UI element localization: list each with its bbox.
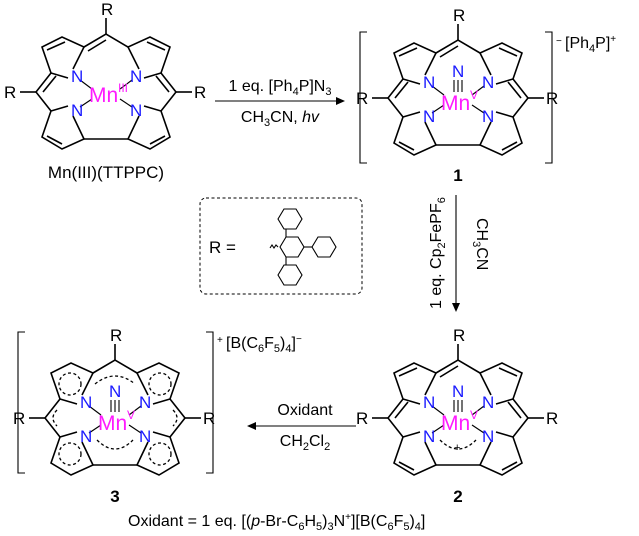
svg-text:N: N (482, 393, 494, 412)
arrow-3-solvent: CH2Cl2 (280, 433, 330, 453)
arrow-1-conditions: CH3CN, hv (241, 109, 320, 129)
mn-atom: Mn (98, 412, 127, 435)
r-top: R (110, 326, 122, 345)
triple-bond (453, 80, 463, 92)
svg-text:N: N (423, 427, 435, 446)
wavy-bond (269, 244, 279, 249)
arrow-2-solvent: CH3CN (470, 218, 490, 270)
svg-text:N: N (80, 427, 92, 446)
arrow-2-reagent: 1 eq. Cp2FePF6 (428, 197, 448, 309)
charge-3: + (217, 335, 223, 346)
nitrido-n: N (109, 382, 121, 401)
bracket-compound-1 (359, 31, 553, 164)
triple-bond (110, 400, 120, 412)
r-definition-box: R = (199, 197, 363, 295)
n-atom: N (130, 67, 142, 86)
mn-atom: Mn (89, 84, 118, 107)
n-atom: N (71, 67, 83, 86)
radical-cation-mark: + (454, 442, 460, 454)
r-right: R (194, 83, 206, 102)
triphenylphenyl-structure (269, 208, 337, 286)
svg-text:N: N (423, 73, 435, 92)
svg-text:N: N (80, 393, 92, 412)
arrow-1-reagent: 1 eq. [Ph4P]N3 (229, 78, 332, 98)
compound-3-label: 3 (110, 487, 119, 506)
compound-mn-iii-ttppc: R R R N N N N Mn III (4, 0, 206, 150)
triple-bond (453, 400, 463, 412)
n-atom: N (130, 101, 142, 120)
compound-2-label: 2 (453, 487, 462, 506)
counterion-3: [B(C6F5)4]− (226, 334, 302, 355)
r-left: R (13, 409, 25, 428)
r-top: R (101, 0, 113, 19)
oxidant-footnote: Oxidant = 1 eq. [(p-Br-C6H5)3N+][B(C6F5)… (128, 512, 425, 533)
svg-text:N: N (423, 393, 435, 412)
reaction-arrow-3: Oxidant CH2Cl2 (247, 402, 356, 453)
oxidation-state: V (470, 88, 478, 102)
reaction-arrow-2: 1 eq. Cp2FePF6 CH3CN (428, 195, 490, 312)
charge-1: − (556, 36, 562, 47)
oxidation-state: V (470, 408, 478, 422)
r-right: R (546, 89, 558, 108)
corrole-skeleton-single-bonds (29, 344, 201, 476)
bracket-compound-3 (17, 331, 214, 474)
svg-text:N: N (482, 427, 494, 446)
reaction-arrow-1: 1 eq. [Ph4P]N3 CH3CN, hv (215, 78, 345, 129)
oxidation-state: V (127, 408, 135, 422)
arrow-3-reagent: Oxidant (277, 402, 333, 419)
nitrido-n: N (452, 382, 464, 401)
r-top: R (453, 6, 465, 25)
r-top: R (453, 326, 465, 345)
compound-1-label: 1 (453, 166, 462, 185)
r-right: R (546, 409, 558, 428)
svg-text:N: N (482, 107, 494, 126)
r-definition-label: R = (209, 238, 236, 257)
r-left: R (356, 409, 368, 428)
svg-text:N: N (139, 393, 151, 412)
r-right: R (203, 409, 215, 428)
oxidation-state: III (118, 81, 128, 95)
r-left: R (356, 89, 368, 108)
start-compound-label: Mn(III)(TTPPC) (48, 163, 164, 182)
mn-atom: Mn (441, 412, 470, 435)
r-left: R (4, 83, 16, 102)
mn-atom: Mn (441, 92, 470, 115)
n-atom: N (71, 101, 83, 120)
aromatic-delocalization-circles (52, 372, 178, 466)
counterion-1: [Ph4P]+ (565, 34, 616, 55)
svg-text:N: N (139, 427, 151, 446)
nitrido-n: N (452, 62, 464, 81)
svg-text:N: N (423, 107, 435, 126)
svg-text:N: N (482, 73, 494, 92)
